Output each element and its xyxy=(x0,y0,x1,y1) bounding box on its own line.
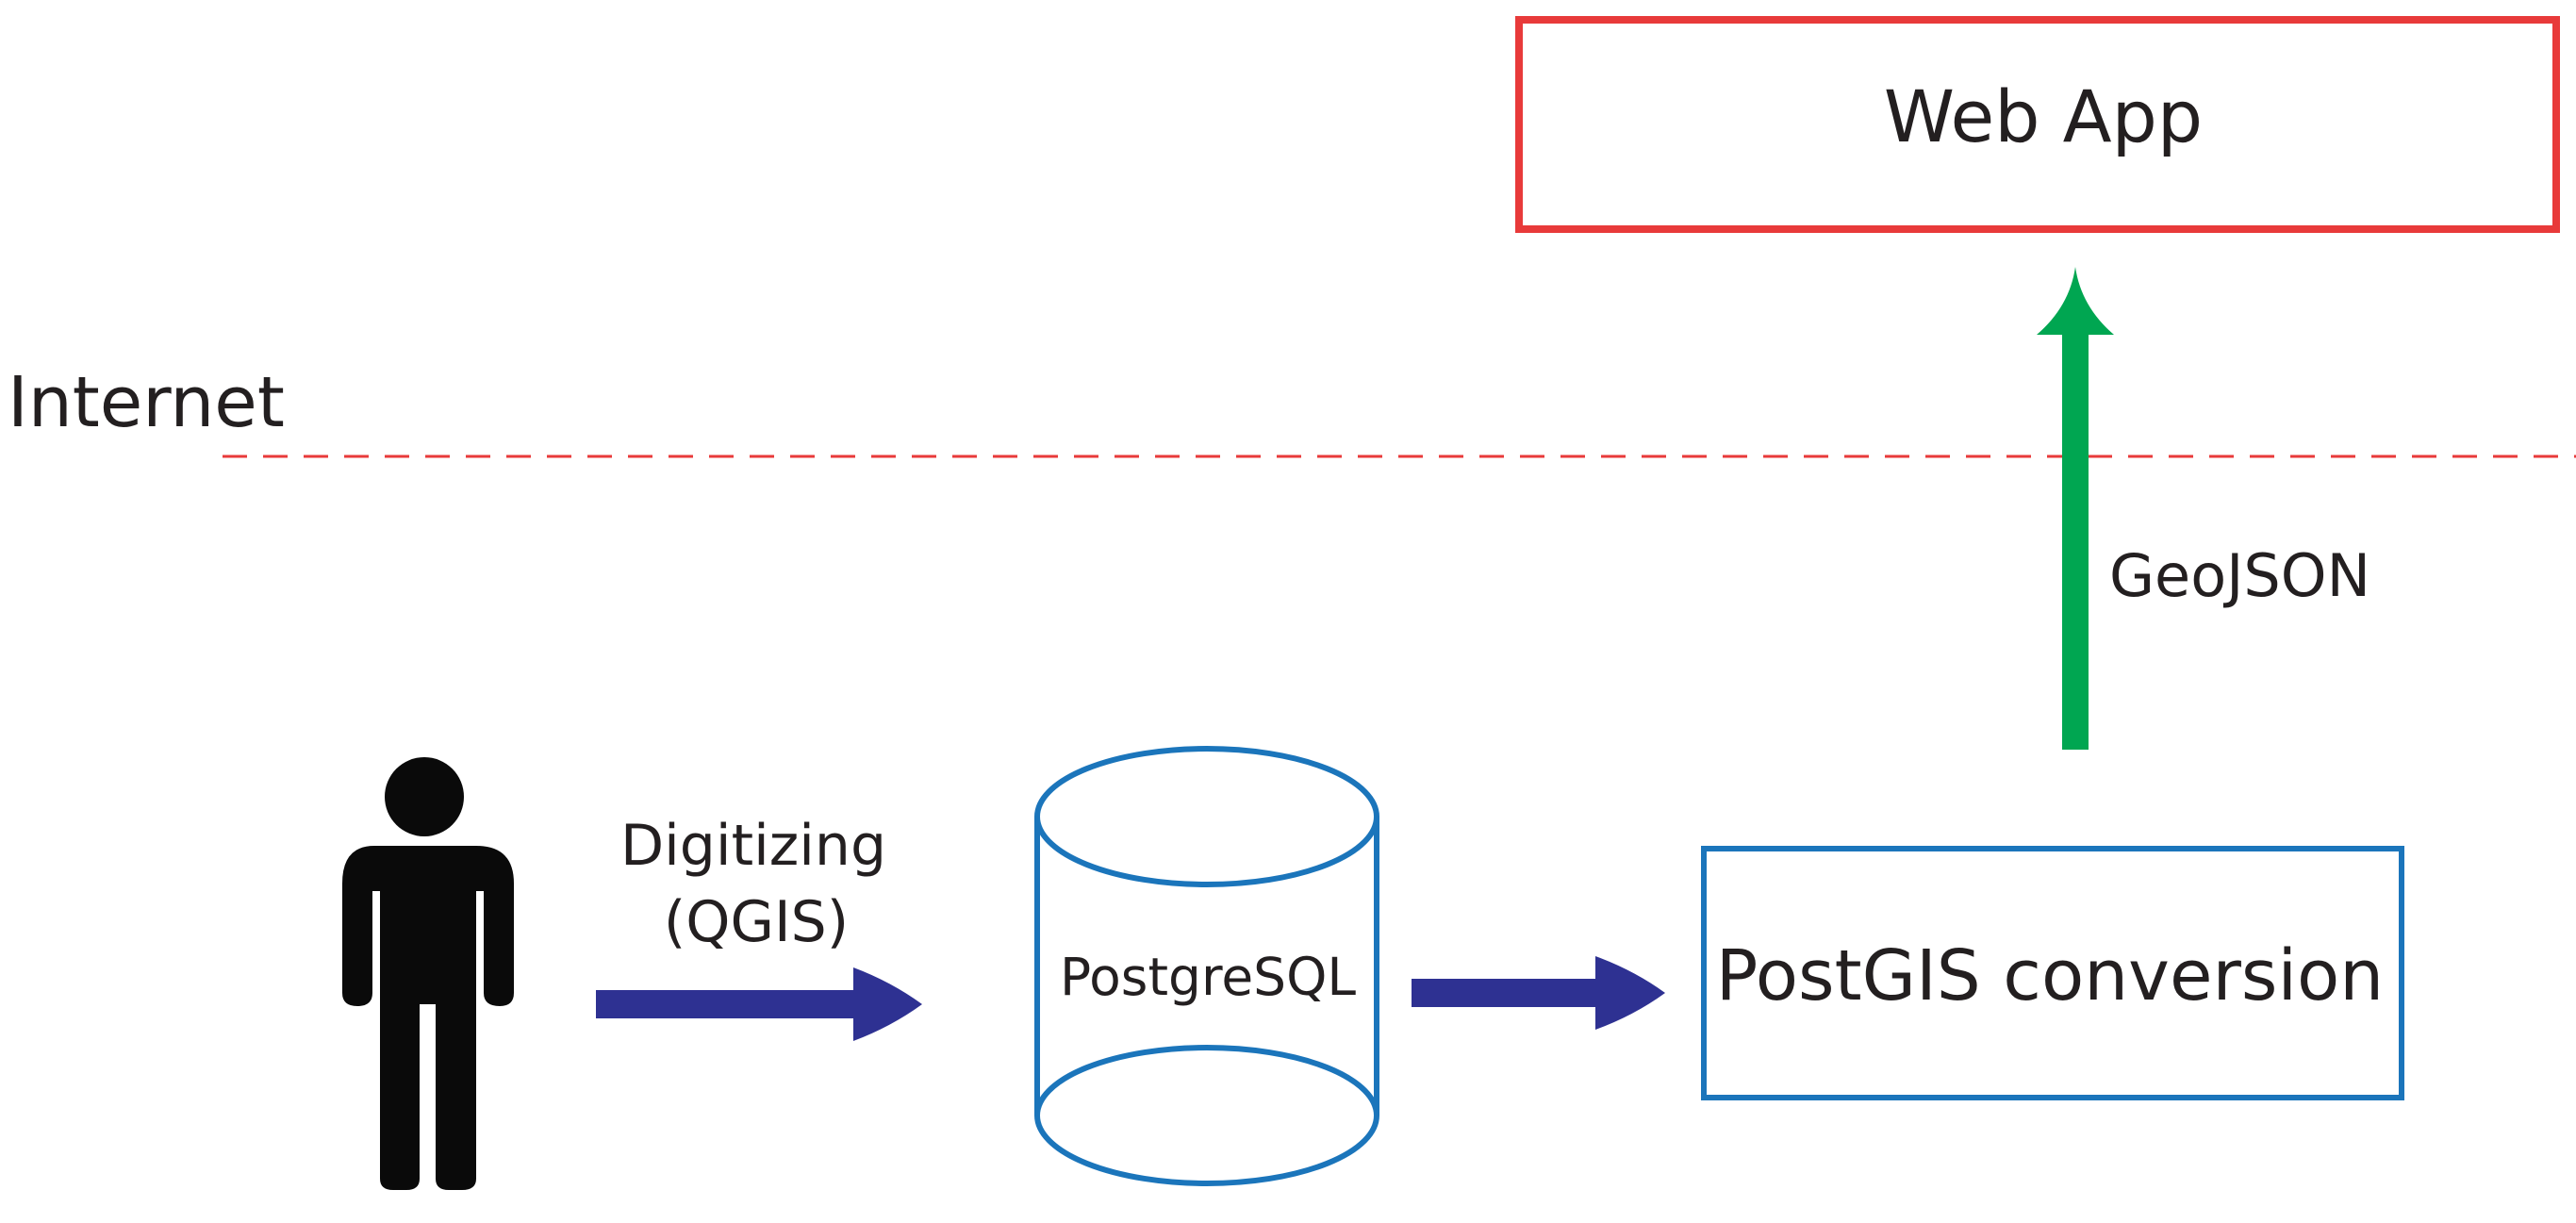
geojson-arrow xyxy=(2037,267,2114,750)
database-label: PostgreSQL xyxy=(1060,947,1356,1007)
postgis-label: PostGIS conversion xyxy=(1716,935,2384,1016)
geojson-arrow-head xyxy=(2037,267,2114,335)
digitizing-arrow-head xyxy=(853,967,922,1041)
internet-label: Internet xyxy=(8,362,285,443)
geojson-arrow-shaft xyxy=(2062,321,2089,750)
database-node xyxy=(1034,746,1379,1186)
web-app-box xyxy=(1515,16,2560,233)
postgis-box xyxy=(1701,846,2404,1100)
digitizing-label-line1: Digitizing xyxy=(620,813,886,879)
postgis-node: PostGIS conversion xyxy=(1701,846,2404,1100)
digitizing-arrow-shaft xyxy=(596,990,879,1018)
database-top xyxy=(1034,746,1379,887)
person-icon xyxy=(342,757,514,1190)
person-body xyxy=(342,846,514,1190)
web-app-label: Web App xyxy=(1884,74,2203,158)
db-to-postgis-arrow-head xyxy=(1595,956,1665,1030)
database-bottom xyxy=(1034,1045,1379,1186)
digitizing-label-line2: (QGIS) xyxy=(664,889,849,955)
db-to-postgis-arrow-shaft xyxy=(1412,979,1628,1007)
digitizing-arrow xyxy=(596,967,922,1041)
db-to-postgis-arrow xyxy=(1412,956,1665,1030)
person-head xyxy=(385,757,464,836)
geojson-label: GeoJSON xyxy=(2109,541,2370,610)
web-app-node: Web App xyxy=(1515,16,2560,233)
